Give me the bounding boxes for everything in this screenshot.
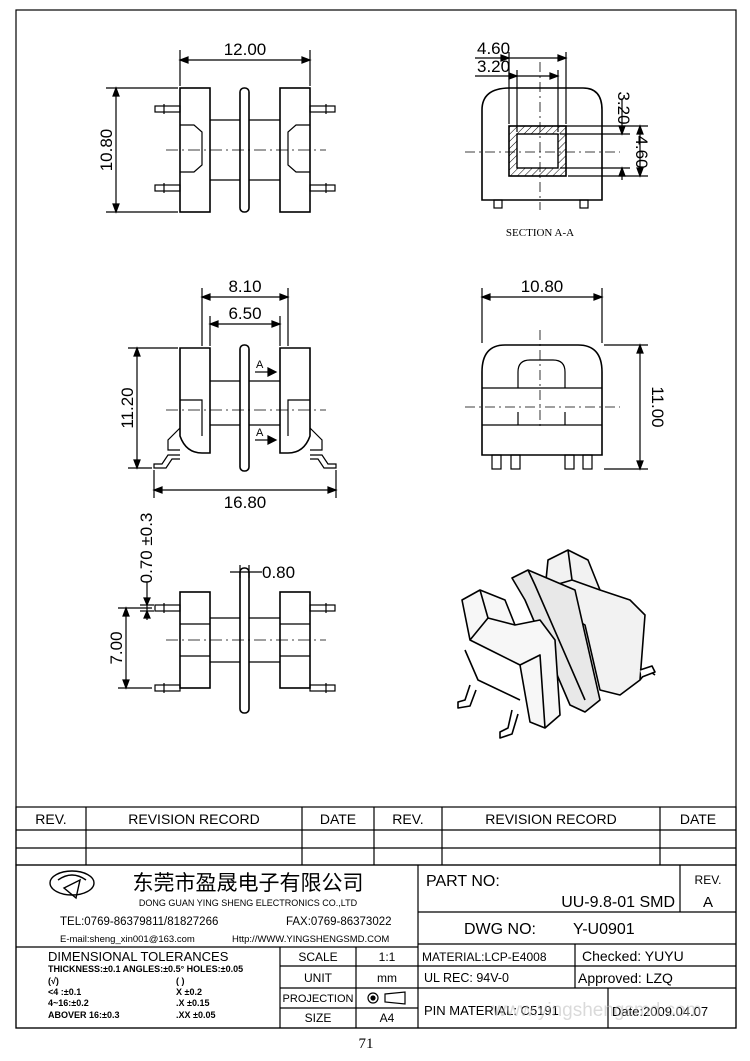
rev-value: A bbox=[703, 894, 713, 911]
rev-header-2: REV. bbox=[392, 811, 423, 827]
unit-label: UNIT bbox=[304, 971, 333, 985]
material: MATERIAL:LCP-E4008 bbox=[422, 950, 547, 964]
date-header-2: DATE bbox=[680, 811, 716, 827]
tolerance-c1-1: <4 :±0.1 bbox=[48, 987, 81, 997]
projection-label: PROJECTION bbox=[283, 993, 354, 1005]
tolerance-c1-2: 4~16:±0.2 bbox=[48, 998, 89, 1008]
tolerance-line1: THICKNESS:±0.1 ANGLES:±0.5° HOLES:±0.05 bbox=[48, 964, 243, 974]
size-label: SIZE bbox=[305, 1011, 332, 1025]
dim-bottom-flange: 0.80 bbox=[262, 563, 295, 582]
company-name-cn: 东莞市盈晟电子有限公司 bbox=[133, 871, 364, 895]
part-no-label: PART NO: bbox=[426, 873, 500, 890]
tolerance-c2-0: ( ) bbox=[176, 976, 185, 986]
tolerance-c2-2: .X ±0.15 bbox=[176, 998, 209, 1008]
section-mark-top: A bbox=[256, 359, 264, 371]
front-view bbox=[128, 288, 338, 498]
section-label: SECTION A-A bbox=[506, 227, 574, 239]
size-value: A4 bbox=[380, 1011, 395, 1025]
scale-value: 1:1 bbox=[379, 950, 396, 964]
company-tel: TEL:0769-86379811/81827266 bbox=[60, 916, 218, 928]
date-header-1: DATE bbox=[320, 811, 356, 827]
side-view bbox=[465, 288, 648, 471]
checked: Checked: YUYU bbox=[582, 948, 684, 964]
watermark: www.yingshengsmd.com bbox=[491, 1000, 701, 1021]
dim-front-inner: 6.50 bbox=[228, 304, 261, 323]
date: Date:2009.04.07 bbox=[612, 1004, 708, 1019]
bottom-view bbox=[118, 565, 336, 714]
dim-top-width: 12.00 bbox=[224, 40, 267, 59]
scale-label: SCALE bbox=[298, 950, 337, 964]
page-number: 71 bbox=[359, 1036, 374, 1052]
dim-section-right-inner: 3.20 bbox=[614, 91, 633, 124]
ul-rec: UL REC: 94V-0 bbox=[424, 971, 509, 985]
top-view bbox=[106, 50, 336, 214]
dim-section-outer: 4.60 bbox=[477, 39, 510, 58]
dwg-no: Y-U0901 bbox=[573, 921, 635, 938]
dim-side-width: 10.80 bbox=[521, 277, 564, 296]
revision-record-header-1: REVISION RECORD bbox=[128, 811, 259, 827]
company-web: Http://WWW.YINGSHENGSMD.COM bbox=[232, 934, 389, 945]
dim-section-inner: 3.20 bbox=[477, 57, 510, 76]
dim-front-outer: 8.10 bbox=[228, 277, 261, 296]
isometric-view bbox=[457, 549, 656, 739]
rev-label: REV. bbox=[695, 873, 722, 887]
tolerance-c2-3: .XX ±0.05 bbox=[176, 1010, 215, 1020]
tolerance-title: DIMENSIONAL TOLERANCES bbox=[48, 949, 229, 964]
company-name-en: DONG GUAN YING SHENG ELECTRONICS CO.,LTD bbox=[139, 898, 358, 908]
section-view bbox=[465, 52, 648, 210]
approved: Approved: LZQ bbox=[578, 970, 673, 986]
dim-top-height: 10.80 bbox=[97, 129, 116, 172]
dim-side-height: 11.00 bbox=[648, 386, 667, 427]
dim-bottom-pin-pitch: 0.70 ±0.3 bbox=[137, 513, 156, 584]
company-email: E-mail:sheng_xin001@163.com bbox=[60, 934, 195, 945]
pin-material: PIN MATERIAL: C5191 bbox=[424, 1003, 559, 1018]
tolerance-c2-1: X ±0.2 bbox=[176, 987, 202, 997]
company-fax: FAX:0769-86373022 bbox=[286, 916, 392, 928]
revision-table bbox=[15, 806, 737, 866]
dim-bottom-span: 7.00 bbox=[107, 631, 126, 664]
revision-record-header-2: REVISION RECORD bbox=[485, 811, 616, 827]
dim-front-height: 11.20 bbox=[118, 387, 137, 428]
section-mark-bottom: A bbox=[256, 427, 264, 439]
dwg-no-label: DWG NO: bbox=[464, 921, 536, 938]
dim-front-total: 16.80 bbox=[224, 493, 267, 512]
unit-value: mm bbox=[377, 971, 397, 985]
dim-section-right-outer: 4.60 bbox=[632, 135, 651, 168]
tolerance-c1-3: ABOVER 16:±0.3 bbox=[48, 1010, 119, 1020]
sheet-border bbox=[15, 9, 737, 1029]
title-block bbox=[15, 864, 737, 1029]
rev-header-1: REV. bbox=[35, 811, 66, 827]
tolerance-c1-0: (√) bbox=[48, 976, 59, 986]
part-no: UU-9.8-01 SMD bbox=[561, 894, 675, 911]
